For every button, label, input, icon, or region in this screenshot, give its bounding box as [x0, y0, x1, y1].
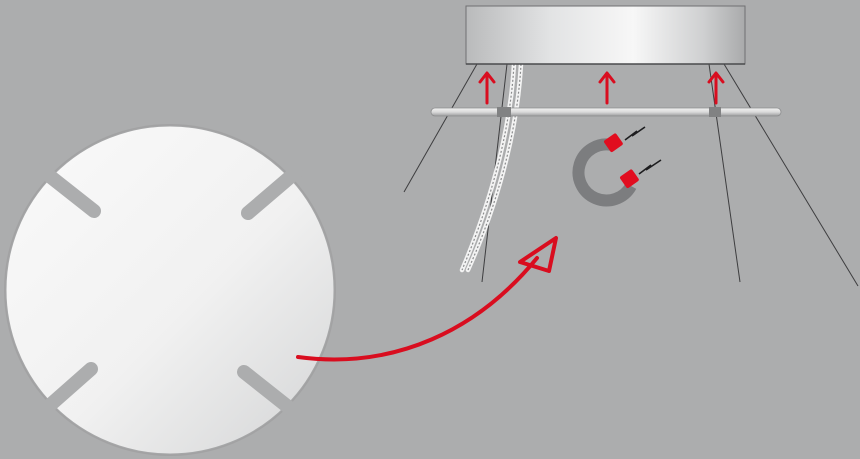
cable-right-inner [708, 63, 741, 283]
up-arrow-left [478, 71, 496, 105]
spark-top [624, 126, 646, 141]
power-cord [459, 61, 524, 273]
placement-arrowhead [518, 236, 558, 273]
disc-slot-top-right [241, 165, 303, 220]
up-arrow-right [707, 71, 725, 105]
disc-slot-bottom-right [237, 365, 304, 421]
up-arrows [478, 71, 725, 105]
disc-slots [33, 163, 304, 421]
cable-right-outer [723, 63, 859, 287]
magnet-pole-top [604, 133, 623, 152]
cable-left-outer [403, 63, 478, 193]
ceiling-canopy [465, 5, 746, 65]
up-arrow-center [598, 71, 616, 105]
magnet-icon [572, 126, 662, 207]
disc-slot-top-left [35, 163, 101, 218]
disc-slot-bottom-left [33, 362, 98, 421]
support-rod [430, 107, 782, 117]
placement-arrow [296, 236, 558, 362]
magnet-pole-bottom [620, 169, 639, 188]
rod-clamp-left [497, 107, 511, 117]
spark-bottom [638, 159, 662, 175]
rod-clamp-right [709, 107, 721, 117]
cover-disc [4, 124, 336, 456]
